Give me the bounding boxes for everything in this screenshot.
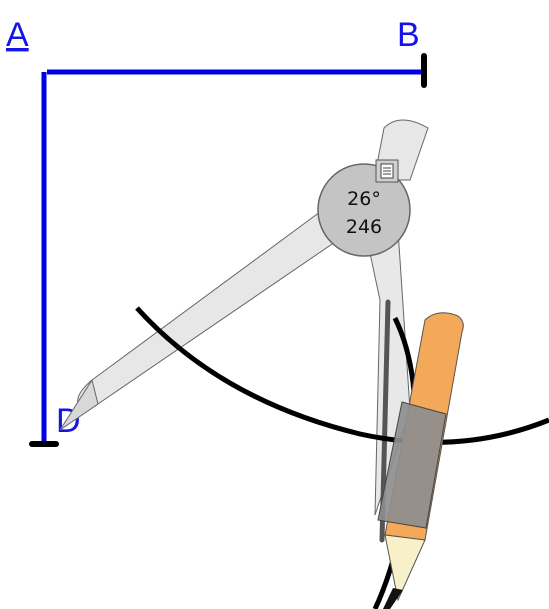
compass-needle-tip [59,378,99,431]
point-b-label[interactable]: B [397,16,420,54]
document-icon[interactable] [375,159,399,183]
pencil-grip[interactable] [377,401,447,529]
drawn-arc [135,306,549,445]
pencil-lead [383,588,403,609]
point-a-label[interactable]: A [6,16,29,54]
pencil-wood-tip [384,534,426,602]
compass-angle-readout: 26° [347,188,381,210]
compass-radius-readout: 246 [346,216,382,238]
compass-hub[interactable] [317,163,411,257]
pencil[interactable] [377,312,464,609]
